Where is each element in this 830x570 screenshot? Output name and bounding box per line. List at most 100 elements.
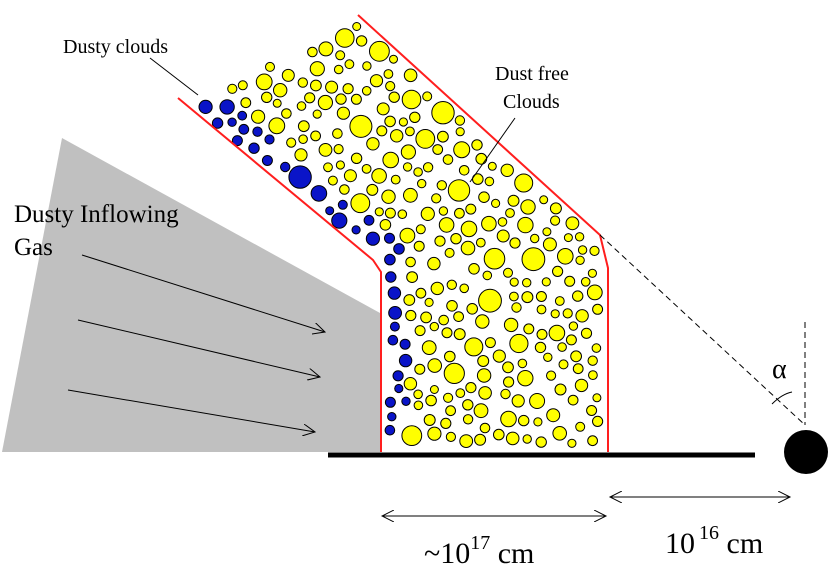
dust-free-cloud bbox=[402, 162, 413, 172]
dust-free-cloud bbox=[429, 385, 439, 394]
dust-free-cloud bbox=[550, 309, 560, 319]
dust-free-cloud bbox=[496, 229, 510, 243]
dust-free-cloud bbox=[385, 81, 396, 92]
dusty-cloud bbox=[227, 117, 237, 127]
dust-free-cloud bbox=[522, 434, 532, 444]
dust-free-cloud bbox=[415, 129, 436, 149]
dust-free-cloud bbox=[443, 362, 465, 384]
dust-free-cloud bbox=[534, 341, 547, 354]
dust-free-cloud bbox=[542, 227, 552, 237]
dust-free-cloud bbox=[523, 323, 535, 335]
dust-free-cloud bbox=[455, 388, 466, 399]
inner-wall bbox=[177, 97, 382, 452]
dusty-cloud bbox=[384, 253, 396, 266]
dust-free-cloud bbox=[587, 435, 598, 447]
dust-free-cloud bbox=[565, 334, 577, 346]
dust-free-cloud bbox=[240, 97, 252, 109]
dusty-cloud bbox=[384, 396, 396, 408]
dust-free-cloud bbox=[312, 109, 322, 119]
dust-free-cloud bbox=[533, 417, 543, 427]
dust-free-cloud bbox=[383, 69, 394, 79]
dust-free-cloud bbox=[550, 215, 561, 226]
dust-free-cloud bbox=[491, 198, 501, 208]
dust-free-cloud bbox=[355, 35, 368, 47]
dust-free-cloud bbox=[564, 275, 576, 287]
dust-free-cloud bbox=[431, 193, 442, 204]
dust-free-cloud bbox=[522, 278, 532, 288]
dust-free-cloud bbox=[309, 61, 325, 77]
dust-free-cloud bbox=[369, 40, 390, 62]
dust-free-cloud bbox=[509, 333, 529, 354]
dust-free-cloud bbox=[509, 291, 519, 302]
dusty-cloud bbox=[401, 396, 411, 406]
dusty-cloud bbox=[389, 321, 400, 332]
dust-free-cloud bbox=[478, 386, 492, 400]
dusty-cloud bbox=[211, 117, 224, 129]
dust-free-cloud bbox=[417, 178, 427, 189]
dust-free-cloud bbox=[342, 83, 354, 95]
dust-free-cloud bbox=[265, 61, 275, 72]
inflow-label-line2: Gas bbox=[14, 234, 53, 261]
dust-free-cloud bbox=[477, 355, 490, 367]
dust-free-cloud bbox=[421, 340, 437, 356]
dust-free-cloud bbox=[438, 217, 455, 233]
dust-free-cloud bbox=[586, 284, 603, 301]
dust-free-cloud bbox=[405, 256, 416, 268]
dust-free-cloud bbox=[487, 161, 497, 171]
dust-free-cloud bbox=[503, 267, 513, 278]
dust-free-cloud bbox=[255, 73, 273, 91]
dust-free-cloud bbox=[366, 137, 380, 151]
dust-free-cloud bbox=[462, 399, 474, 411]
dusty-cloud bbox=[384, 424, 396, 436]
dusty-cloud bbox=[310, 185, 328, 202]
dusty-cloud bbox=[237, 110, 248, 121]
dust-free-cloud bbox=[227, 83, 238, 94]
dust-free-cloud bbox=[296, 101, 307, 111]
dust-free-cloud bbox=[511, 394, 525, 408]
dust-free-cloud bbox=[462, 414, 474, 425]
dust-free-cloud bbox=[389, 54, 398, 64]
dusty-clouds-pointer bbox=[149, 57, 199, 96]
dust-free-cloud bbox=[558, 359, 569, 370]
dust-free-cloud bbox=[381, 189, 396, 204]
dust-free-cloud bbox=[294, 148, 308, 162]
dust-free-cloud bbox=[318, 143, 333, 157]
dust-free-cloud bbox=[459, 434, 474, 449]
dust-free-cloud bbox=[405, 126, 415, 137]
dust-free-cloud bbox=[453, 328, 466, 341]
dust-free-cloud bbox=[575, 309, 589, 323]
dusty-cloud bbox=[325, 206, 335, 216]
dust-free-cloud bbox=[511, 302, 522, 313]
outer-wall bbox=[357, 14, 609, 452]
opening-angle-line bbox=[599, 234, 806, 426]
dust-free-cloud bbox=[350, 193, 371, 214]
dust-free-cloud bbox=[281, 108, 292, 119]
dust-free-pointer bbox=[469, 117, 516, 183]
dusty-cloud bbox=[393, 243, 405, 255]
dust-free-cloud bbox=[362, 61, 372, 71]
dust-free-cloud bbox=[401, 89, 422, 110]
dust-free-cloud bbox=[388, 91, 400, 103]
dusty-cloud bbox=[231, 135, 243, 147]
dust-free-cloud bbox=[399, 227, 416, 244]
dust-free-cloud bbox=[436, 180, 447, 191]
dusty-cloud bbox=[398, 353, 413, 368]
dusty-cloud bbox=[238, 123, 250, 135]
dust-free-cloud bbox=[413, 167, 423, 177]
dust-free-cloud bbox=[438, 206, 449, 216]
dusty-cloud bbox=[288, 165, 312, 189]
dust-free-cloud bbox=[529, 393, 546, 409]
dust-free-cloud bbox=[430, 281, 444, 296]
dust-free-cloud bbox=[500, 163, 514, 178]
dusty-cloud bbox=[351, 225, 361, 235]
dust-free-cloud bbox=[557, 247, 574, 265]
dust-free-cloud bbox=[318, 41, 334, 57]
dusty-cloud bbox=[384, 232, 395, 244]
dust-free-cloud bbox=[592, 303, 604, 315]
dust-free-cloud bbox=[384, 115, 396, 128]
dust-free-cloud bbox=[431, 101, 455, 125]
dust-free-cloud bbox=[307, 46, 318, 58]
dust-free-cloud bbox=[565, 216, 580, 231]
dust-free-cloud bbox=[420, 206, 435, 221]
dust-free-cloud bbox=[414, 325, 426, 337]
